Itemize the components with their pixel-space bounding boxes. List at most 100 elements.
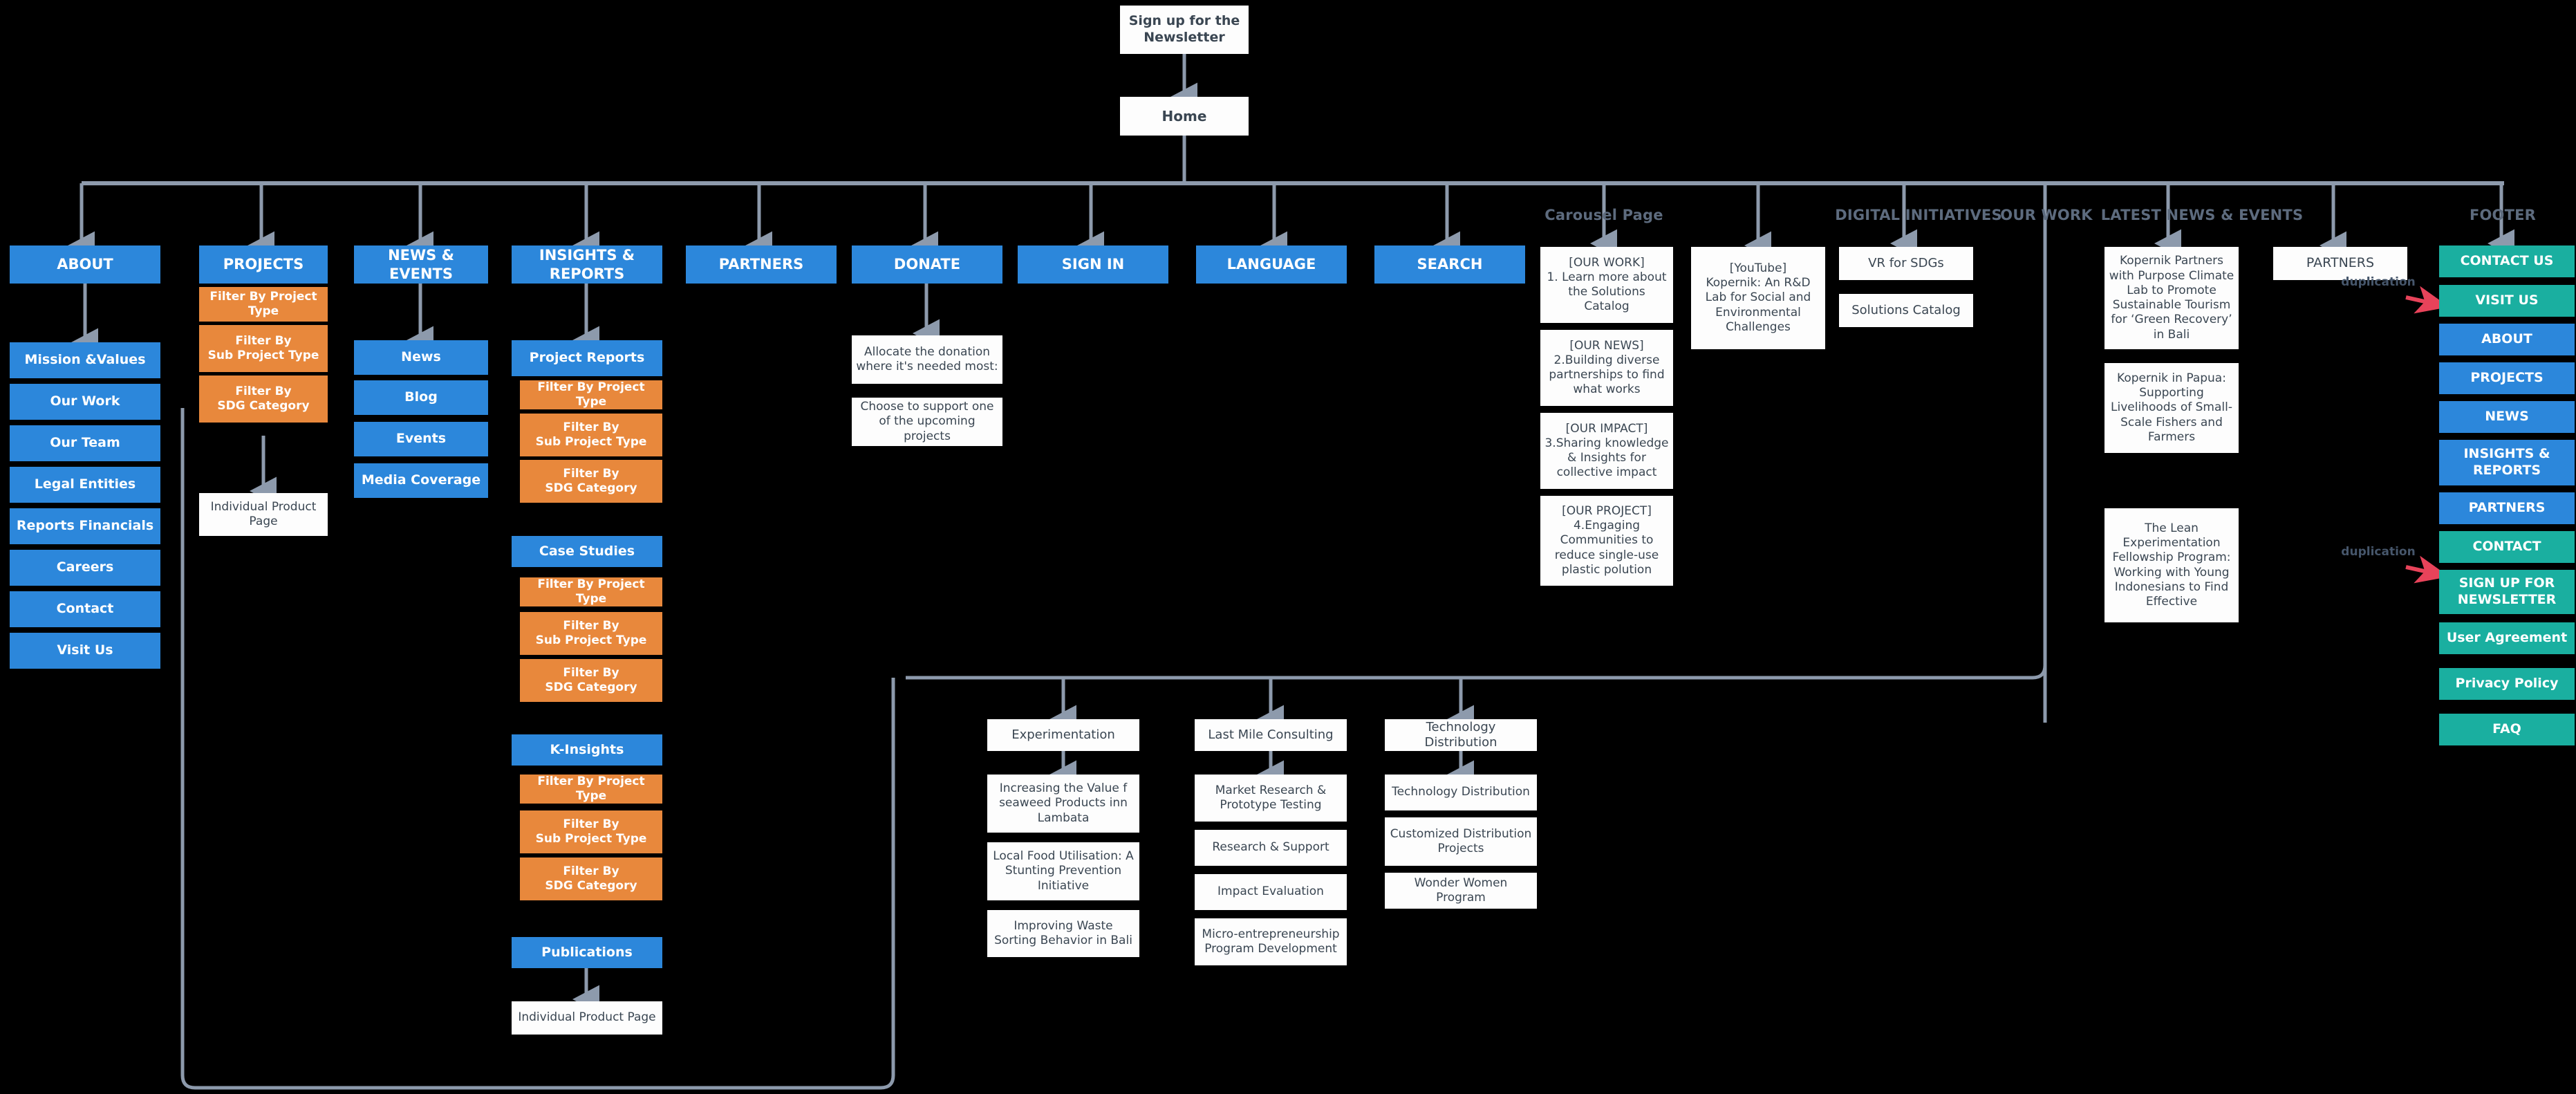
branch-exp-child-1[interactable]: Increasing the Value f seaweed Products … (987, 775, 1139, 833)
partners-card[interactable]: PARTNERS (2273, 247, 2407, 280)
insights-ki-filter-project-type[interactable]: Filter By Project Type (520, 775, 662, 804)
nav-item-projects[interactable]: PROJECTS (199, 245, 328, 284)
branch-lmc-child-2[interactable]: Research & Support (1195, 830, 1347, 866)
nav-item-donate[interactable]: DONATE (852, 245, 1002, 284)
footer-item-contact-us[interactable]: CONTACT US (2439, 245, 2575, 277)
nav-item-search[interactable]: SEARCH (1374, 245, 1525, 284)
nav-item-news-events[interactable]: NEWS & EVENTS (354, 245, 488, 284)
section-label-footer: FOOTER (2447, 204, 2558, 226)
projects-individual-product-page[interactable]: Individual Product Page (199, 493, 328, 536)
carousel-card-our-impact[interactable]: [OUR IMPACT] 3.Sharing knowledge & Insig… (1540, 413, 1673, 489)
insights-pr-filter-sub-project-type[interactable]: Filter By Sub Project Type (520, 414, 662, 456)
branch-title-last-mile-consulting[interactable]: Last Mile Consulting (1195, 719, 1347, 751)
footer-item-about[interactable]: ABOUT (2439, 324, 2575, 355)
footer-item-user-agreement[interactable]: User Agreement (2439, 622, 2575, 654)
insights-pr-filter-sdg-category[interactable]: Filter By SDG Category (520, 460, 662, 503)
insights-ki-filter-sdg-category[interactable]: Filter By SDG Category (520, 857, 662, 900)
item-label: VISIT US (2475, 293, 2539, 308)
card-label: The Lean Experimentation Fellowship Prog… (2112, 521, 2231, 609)
filter-label: Filter By Project Type (537, 577, 645, 606)
nav-item-insights-reports[interactable]: INSIGHTS & REPORTS (512, 245, 662, 284)
youtube-card[interactable]: [YouTube] Kopernik: An R&D Lab for Socia… (1691, 247, 1825, 349)
footer-item-partners[interactable]: PARTNERS (2439, 492, 2575, 524)
footer-item-visit-us[interactable]: VISIT US (2439, 285, 2575, 317)
nav-label: ABOUT (57, 256, 113, 273)
branch-td-child-3[interactable]: Wonder Women Program (1385, 873, 1537, 909)
nav-item-language[interactable]: LANGUAGE (1196, 245, 1347, 284)
footer-item-faq[interactable]: FAQ (2439, 714, 2575, 745)
latest-news-card-1[interactable]: Kopernik Partners with Purpose Climate L… (2104, 247, 2239, 349)
latest-news-card-3[interactable]: The Lean Experimentation Fellowship Prog… (2104, 508, 2239, 622)
branch-exp-child-3[interactable]: Improving Waste Sorting Behavior in Bali (987, 910, 1139, 957)
news-item-media-coverage[interactable]: Media Coverage (354, 463, 488, 498)
nav-item-sign-in[interactable]: SIGN IN (1018, 245, 1168, 284)
insights-cs-filter-project-type[interactable]: Filter By Project Type (520, 577, 662, 606)
news-item-events[interactable]: Events (354, 422, 488, 456)
branch-title-experimentation[interactable]: Experimentation (987, 719, 1139, 751)
branch-lmc-child-3[interactable]: Impact Evaluation (1195, 874, 1347, 910)
branch-label: Last Mile Consulting (1208, 727, 1334, 742)
about-item-reports-financials[interactable]: Reports Financials (10, 508, 160, 544)
label-text: DIGITAL INITIATIVES (1835, 207, 2002, 223)
branch-exp-child-2[interactable]: Local Food Utilisation: A Stunting Preve… (987, 842, 1139, 900)
donate-choose-project-card[interactable]: Choose to support one of the upcoming pr… (852, 398, 1002, 446)
carousel-card-our-work[interactable]: [OUR WORK] 1. Learn more about the Solut… (1540, 247, 1673, 323)
card-label: Choose to support one of the upcoming pr… (860, 400, 994, 443)
footer-item-projects[interactable]: PROJECTS (2439, 362, 2575, 394)
insights-pr-filter-project-type[interactable]: Filter By Project Type (520, 380, 662, 409)
item-label: INSIGHTS & REPORTS (2463, 446, 2550, 478)
label-text: FOOTER (2469, 207, 2537, 223)
nav-label: LANGUAGE (1226, 256, 1316, 273)
footer-item-privacy-policy[interactable]: Privacy Policy (2439, 668, 2575, 700)
card-label: [OUR WORK] 1. Learn more about the Solut… (1547, 255, 1667, 314)
about-item-legal-entities[interactable]: Legal Entities (10, 467, 160, 503)
branch-label: Technology Distribution (1424, 719, 1497, 750)
item-label: Careers (56, 559, 114, 575)
donate-allocate-card[interactable]: Allocate the donation where it's needed … (852, 335, 1002, 384)
branch-td-child-1[interactable]: Technology Distribution (1385, 775, 1537, 810)
filter-label: Filter By Project Type (209, 289, 317, 318)
item-label: Reports Financials (16, 518, 154, 534)
projects-filter-project-type[interactable]: Filter By Project Type (199, 287, 328, 322)
footer-item-contact[interactable]: CONTACT (2439, 531, 2575, 563)
filter-label: Filter By Sub Project Type (535, 817, 647, 846)
insights-individual-product-page[interactable]: Individual Product Page (512, 1001, 662, 1035)
news-item-news[interactable]: News (354, 340, 488, 375)
about-item-mission-values[interactable]: Mission &Values (10, 342, 160, 378)
nav-item-about[interactable]: ABOUT (10, 245, 160, 284)
branch-lmc-child-1[interactable]: Market Research & Prototype Testing (1195, 775, 1347, 822)
branch-title-technology-distribution[interactable]: Technology Distribution (1385, 719, 1537, 751)
about-item-our-team[interactable]: Our Team (10, 425, 160, 461)
about-item-visit-us[interactable]: Visit Us (10, 633, 160, 669)
digital-initiative-solutions-catalog[interactable]: Solutions Catalog (1839, 294, 1973, 327)
about-item-careers[interactable]: Careers (10, 550, 160, 586)
insights-cs-filter-sub-project-type[interactable]: Filter By Sub Project Type (520, 612, 662, 655)
branch-lmc-child-4[interactable]: Micro-entrepreneurship Program Developme… (1195, 918, 1347, 965)
carousel-card-our-news[interactable]: [OUR NEWS] 2.Building diverse partnershi… (1540, 330, 1673, 406)
footer-item-sign-up-newsletter[interactable]: SIGN UP FOR NEWSLETTER (2439, 570, 2575, 614)
digital-initiative-vr-for-sdgs[interactable]: VR for SDGs (1839, 247, 1973, 280)
filter-label: Filter By SDG Category (545, 665, 637, 694)
nav-label: PROJECTS (223, 256, 304, 273)
footer-item-news[interactable]: NEWS (2439, 401, 2575, 433)
insights-group-publications[interactable]: Publications (512, 937, 662, 968)
nav-item-partners[interactable]: PARTNERS (686, 245, 837, 284)
about-item-our-work[interactable]: Our Work (10, 384, 160, 420)
projects-filter-sub-project-type[interactable]: Filter By Sub Project Type (199, 325, 328, 372)
carousel-card-our-project[interactable]: [OUR PROJECT] 4.Engaging Communities to … (1540, 496, 1673, 586)
insights-ki-filter-sub-project-type[interactable]: Filter By Sub Project Type (520, 810, 662, 853)
latest-news-card-2[interactable]: Kopernik in Papua: Supporting Livelihood… (2104, 363, 2239, 453)
branch-td-child-2[interactable]: Customized Distribution Projects (1385, 817, 1537, 866)
node-home[interactable]: Home (1120, 97, 1249, 136)
item-label: ABOUT (2481, 331, 2532, 347)
footer-item-insights-reports[interactable]: INSIGHTS & REPORTS (2439, 440, 2575, 485)
projects-filter-sdg-category[interactable]: Filter By SDG Category (199, 376, 328, 423)
insights-cs-filter-sdg-category[interactable]: Filter By SDG Category (520, 659, 662, 702)
node-newsletter-signup[interactable]: Sign up for the Newsletter (1120, 6, 1249, 54)
insights-group-project-reports[interactable]: Project Reports (512, 340, 662, 376)
about-item-contact[interactable]: Contact (10, 591, 160, 627)
insights-group-case-studies[interactable]: Case Studies (512, 536, 662, 567)
insights-group-k-insights[interactable]: K-Insights (512, 734, 662, 766)
filter-label: Filter By Sub Project Type (535, 420, 647, 449)
news-item-blog[interactable]: Blog (354, 380, 488, 415)
